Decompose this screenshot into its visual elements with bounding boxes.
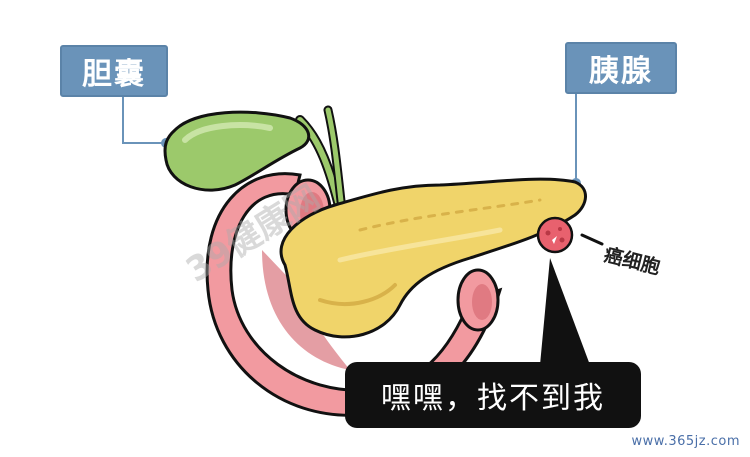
gallbladder-pointer-line (122, 97, 166, 144)
pancreas-shape (279, 177, 587, 339)
gallbladder-label: 胆囊 (60, 45, 168, 97)
speech-bubble: 嘿嘿，找不到我 (345, 362, 641, 428)
site-watermark: www.365jz.com (631, 434, 740, 449)
pancreas-label: 胰腺 (565, 42, 677, 94)
gallbladder-shape (163, 105, 347, 215)
cancer-cell-tick (580, 233, 604, 246)
speech-bubble-tail (540, 258, 590, 365)
cancer-cell-shape (536, 216, 574, 254)
